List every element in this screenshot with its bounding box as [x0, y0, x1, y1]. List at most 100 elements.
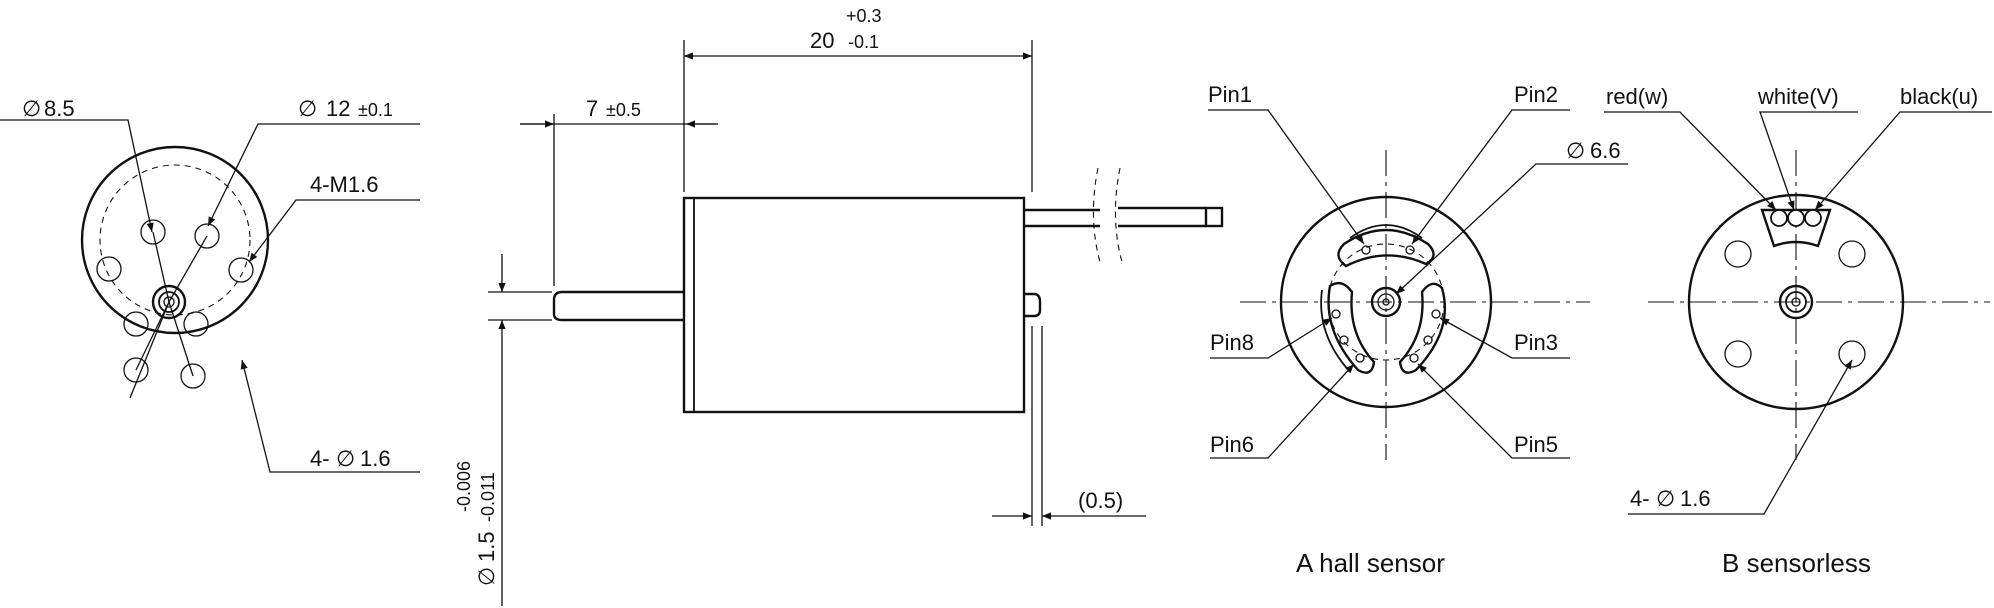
wire-white	[1787, 209, 1805, 227]
sensorless-hole	[1838, 240, 1866, 268]
rear-gap-label: (0.5)	[1078, 488, 1123, 513]
hall-label-pin6: Pin6	[1210, 363, 1355, 459]
hall-label-pin3: Pin3	[1439, 317, 1570, 359]
pin-hole	[1355, 353, 1365, 363]
wire-red	[1770, 209, 1788, 227]
white-wire-label: white(V)	[1757, 84, 1839, 109]
hall-label-pin2: Pin2	[1411, 82, 1570, 245]
wire-end	[1204, 206, 1224, 228]
shaft-length-label: 7	[586, 96, 598, 121]
motor-body	[682, 196, 1026, 414]
shaft-dia-label: 1.5	[474, 531, 499, 562]
diameter-symbol: ∅	[1566, 138, 1585, 163]
front-dim-12: ∅ 12 ±0.1	[207, 96, 420, 227]
side-view	[552, 167, 1224, 414]
front-radial-line	[168, 235, 208, 303]
pin-hole	[1339, 335, 1349, 345]
holes-prefix: 4-	[310, 446, 330, 471]
front-dim-thread: 4-M1.6	[248, 172, 420, 263]
hall-pad-top	[1337, 228, 1435, 268]
front-bolt-circle	[99, 164, 251, 316]
dim-6-6-label: 6.6	[1590, 138, 1621, 163]
sensorless-label-black: black(u)	[1814, 84, 1992, 211]
pin-hole	[1409, 353, 1419, 363]
hall-dim-6-6: ∅ 6.6	[1395, 138, 1628, 295]
thread-label: 4-M1.6	[310, 172, 378, 197]
pin3-label: Pin3	[1514, 330, 1558, 355]
rear-cap	[1024, 292, 1042, 318]
front-radial-line	[129, 301, 170, 399]
diameter-symbol: ∅	[22, 96, 41, 121]
sensorless-hole	[1724, 340, 1752, 368]
pin8-label: Pin8	[1210, 330, 1254, 355]
front-dim-8-5: ∅ 8.5	[0, 96, 154, 233]
side-dim-shaft-diameter: ∅ 1.5 -0.006 -0.011	[454, 254, 552, 606]
holes-dia-label: 1.6	[1680, 486, 1711, 511]
black-wire-label: black(u)	[1900, 84, 1978, 109]
dim-12-label: 12	[326, 96, 350, 121]
hall-label-pin5: Pin5	[1417, 363, 1570, 459]
hall-caption: A hall sensor	[1296, 548, 1445, 578]
front-hole	[140, 219, 166, 245]
length-label: 20	[810, 28, 834, 53]
sensorless-view	[1648, 150, 1990, 460]
hall-label-pin1: Pin1	[1208, 82, 1365, 245]
dim-8-5-label: 8.5	[44, 96, 75, 121]
front-shaft-bore	[151, 284, 187, 320]
front-view	[80, 145, 270, 399]
diameter-symbol: ∅	[298, 96, 317, 121]
sensorless-label-white: white(V)	[1757, 84, 1858, 211]
length-tol-upper: +0.3	[846, 6, 882, 26]
pin-hole	[1405, 245, 1415, 255]
sensorless-label-red: red(w)	[1604, 84, 1777, 211]
shaft-tol-lower: -0.011	[478, 472, 498, 522]
output-shaft	[552, 290, 684, 322]
wire-break	[1092, 167, 1101, 263]
pin5-label: Pin5	[1514, 432, 1558, 457]
sensorless-hole	[1838, 340, 1866, 368]
pin6-label: Pin6	[1210, 432, 1254, 457]
side-dim-rear-gap: (0.5)	[992, 326, 1146, 526]
sensorless-hole	[1724, 240, 1752, 268]
wire-black	[1804, 209, 1822, 227]
front-hole	[183, 311, 209, 337]
dim-12-tolerance: ±0.1	[358, 100, 393, 120]
diameter-symbol: ∅	[474, 567, 499, 586]
hall-pad-left	[1327, 281, 1376, 374]
wire-exit-block	[1760, 208, 1832, 248]
front-radial-line	[152, 231, 170, 303]
holes-prefix: 4-	[1630, 486, 1650, 511]
sensorless-dim-holes: 4- ∅ 1.6	[1628, 359, 1853, 515]
diameter-symbol: ∅	[1656, 486, 1675, 511]
front-hole	[194, 223, 220, 249]
front-dim-holes: 4- ∅ 1.6	[240, 359, 420, 473]
side-dim-length: +0.3 20 -0.1	[683, 6, 1033, 192]
front-hole	[180, 363, 206, 389]
pin-hole	[1361, 245, 1371, 255]
shaft-tol-upper: -0.006	[454, 461, 474, 512]
diameter-symbol: ∅	[336, 446, 355, 471]
wire-break	[1114, 167, 1123, 263]
hall-shaft-bore	[1370, 286, 1402, 318]
pin2-label: Pin2	[1514, 82, 1558, 107]
front-radial-line	[135, 301, 170, 371]
pin1-label: Pin1	[1208, 82, 1252, 107]
red-wire-label: red(w)	[1606, 84, 1668, 109]
front-radial-line	[168, 301, 194, 377]
pin-hole	[1431, 309, 1441, 319]
holes-dia-label: 1.6	[360, 446, 391, 471]
shaft-length-tol: ±0.5	[606, 100, 641, 120]
sensorless-caption: B sensorless	[1722, 548, 1871, 578]
hall-sensor-view	[1240, 150, 1590, 460]
pin-hole	[1331, 309, 1341, 319]
length-tol-lower: -0.1	[848, 32, 879, 52]
pin-hole	[1423, 335, 1433, 345]
hall-pad-right	[1398, 282, 1446, 374]
sensorless-shaft-bore	[1778, 284, 1814, 320]
front-hole	[123, 311, 149, 337]
front-hole	[96, 256, 122, 282]
front-outline	[80, 145, 270, 335]
hall-label-pin8: Pin8	[1210, 317, 1333, 359]
front-hole	[228, 257, 254, 283]
